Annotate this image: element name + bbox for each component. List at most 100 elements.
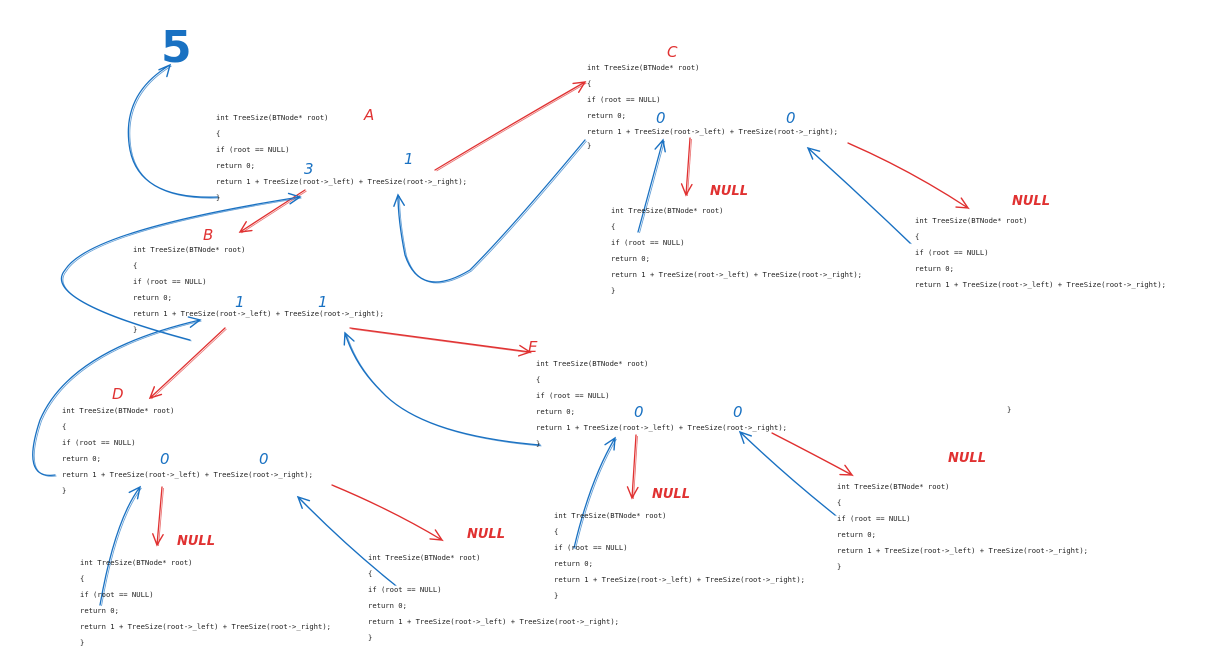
code-line-if: if (root == NULL) xyxy=(216,145,290,154)
call-arrow-E-to-null-left xyxy=(626,434,639,500)
node-label-B: B xyxy=(203,226,214,244)
code-line-open-brace: { xyxy=(80,574,85,583)
call-arrow-C-to-null-left xyxy=(680,137,693,197)
return-arrow-C-right-to-C xyxy=(806,146,912,245)
code-line-if: if (root == NULL) xyxy=(133,277,207,286)
node-label-D: D xyxy=(112,385,124,403)
return-arrow-E-left-to-E xyxy=(573,436,617,550)
code-line-return-sum: return 1 + TreeSize(root->_left) + TreeS… xyxy=(368,617,619,626)
code-line-close-brace: } xyxy=(80,638,85,647)
code-line-close-brace: } xyxy=(216,193,221,202)
code-line-close-brace: } xyxy=(536,439,541,448)
code-line-open-brace: { xyxy=(587,79,592,88)
return-D-left: 0 xyxy=(160,450,170,468)
return-arrow-E-to-B xyxy=(343,331,542,447)
null-label-E-right: NULL xyxy=(948,451,987,466)
code-line-signature: int TreeSize(BTNode* root) xyxy=(80,558,193,567)
code-line-return-sum: return 1 + TreeSize(root->_left) + TreeS… xyxy=(915,280,1166,289)
code-line-close-brace: } xyxy=(587,141,592,150)
code-line-return-sum: return 1 + TreeSize(root->_left) + TreeS… xyxy=(80,622,331,631)
code-line-close-brace: } xyxy=(611,286,616,295)
code-line-return-zero: return 0; xyxy=(536,407,575,416)
return-A-right: 1 xyxy=(404,150,414,168)
code-line-signature: int TreeSize(BTNode* root) xyxy=(368,553,481,562)
code-line-open-brace: { xyxy=(837,498,842,507)
return-arrow-C-left-to-C xyxy=(637,138,666,234)
code-line-return-zero: return 0; xyxy=(216,161,255,170)
stray-brace: } xyxy=(1007,405,1012,414)
call-arrow-E-to-null-right xyxy=(771,432,854,477)
code-line-open-brace: { xyxy=(915,232,920,241)
code-line-signature: int TreeSize(BTNode* root) xyxy=(133,245,246,254)
code-line-return-zero: return 0; xyxy=(62,454,101,463)
code-line-if: if (root == NULL) xyxy=(368,585,442,594)
return-C-left: 0 xyxy=(656,109,666,127)
return-C-right: 0 xyxy=(786,109,796,127)
code-line-if: if (root == NULL) xyxy=(611,238,685,247)
return-A-left: 3 xyxy=(304,160,314,178)
code-line-if: if (root == NULL) xyxy=(536,391,610,400)
code-line-signature: int TreeSize(BTNode* root) xyxy=(611,206,724,215)
code-line-return-sum: return 1 + TreeSize(root->_left) + TreeS… xyxy=(536,423,787,432)
code-line-signature: int TreeSize(BTNode* root) xyxy=(837,482,950,491)
return-D-right: 0 xyxy=(259,450,269,468)
call-arrow-D-to-null-left xyxy=(152,486,164,547)
code-line-return-zero: return 0; xyxy=(611,254,650,263)
return-B-left: 1 xyxy=(235,293,245,311)
code-line-return-zero: return 0; xyxy=(837,530,876,539)
node-label-A: A xyxy=(364,106,375,124)
code-line-return-zero: return 0; xyxy=(587,111,626,120)
code-line-open-brace: { xyxy=(216,129,221,138)
call-arrow-A-to-B xyxy=(238,189,307,234)
return-arrow-D-left-to-D xyxy=(99,485,142,607)
code-line-open-brace: { xyxy=(368,569,373,578)
code-line-close-brace: } xyxy=(554,591,559,600)
call-arrow-B-to-E xyxy=(349,327,532,357)
code-line-return-zero: return 0; xyxy=(133,293,172,302)
final-result: 5 xyxy=(161,22,192,73)
code-line-return-zero: return 0; xyxy=(80,606,119,615)
code-line-return-sum: return 1 + TreeSize(root->_left) + TreeS… xyxy=(216,177,467,186)
call-arrow-C-to-null-right xyxy=(847,142,970,210)
null-label-E-left: NULL xyxy=(652,487,691,502)
code-line-return-sum: return 1 + TreeSize(root->_left) + TreeS… xyxy=(837,546,1088,555)
code-line-open-brace: { xyxy=(62,422,67,431)
null-label-D-left: NULL xyxy=(177,534,216,549)
code-line-if: if (root == NULL) xyxy=(554,543,628,552)
code-line-signature: int TreeSize(BTNode* root) xyxy=(915,216,1028,225)
code-line-signature: int TreeSize(BTNode* root) xyxy=(536,359,649,368)
code-line-return-sum: return 1 + TreeSize(root->_left) + TreeS… xyxy=(611,270,862,279)
return-arrow-A-to-result xyxy=(127,63,220,199)
return-E-right: 0 xyxy=(733,403,743,421)
code-line-return-sum: return 1 + TreeSize(root->_left) + TreeS… xyxy=(554,575,805,584)
code-line-close-brace: } xyxy=(368,633,373,642)
node-label-E: E xyxy=(528,338,538,356)
code-line-return-sum: return 1 + TreeSize(root->_left) + TreeS… xyxy=(62,470,313,479)
call-arrow-B-to-D xyxy=(148,327,227,400)
return-arrow-E-right-to-E xyxy=(738,430,837,517)
null-label-D-right: NULL xyxy=(467,527,506,542)
code-line-open-brace: { xyxy=(133,261,138,270)
code-line-if: if (root == NULL) xyxy=(837,514,911,523)
code-line-close-brace: } xyxy=(133,325,138,334)
return-B-right: 1 xyxy=(318,293,328,311)
code-line-return-sum: return 1 + TreeSize(root->_left) + TreeS… xyxy=(133,309,384,318)
code-line-return-zero: return 0; xyxy=(368,601,407,610)
null-label-C-left: NULL xyxy=(710,184,749,199)
null-label-C-right: NULL xyxy=(1012,194,1051,209)
code-line-signature: int TreeSize(BTNode* root) xyxy=(62,406,175,415)
code-line-signature: int TreeSize(BTNode* root) xyxy=(554,511,667,520)
return-E-left: 0 xyxy=(634,403,644,421)
call-arrow-D-to-null-right xyxy=(331,484,444,542)
code-line-close-brace: } xyxy=(62,486,67,495)
code-line-if: if (root == NULL) xyxy=(62,438,136,447)
node-label-C: C xyxy=(667,43,678,61)
return-arrow-B-to-A xyxy=(60,192,302,342)
code-line-open-brace: { xyxy=(611,222,616,231)
code-line-return-sum: return 1 + TreeSize(root->_left) + TreeS… xyxy=(587,127,838,136)
code-line-if: if (root == NULL) xyxy=(915,248,989,257)
code-line-return-zero: return 0; xyxy=(554,559,593,568)
code-line-close-brace: } xyxy=(837,562,842,571)
code-line-signature: int TreeSize(BTNode* root) xyxy=(587,63,700,72)
